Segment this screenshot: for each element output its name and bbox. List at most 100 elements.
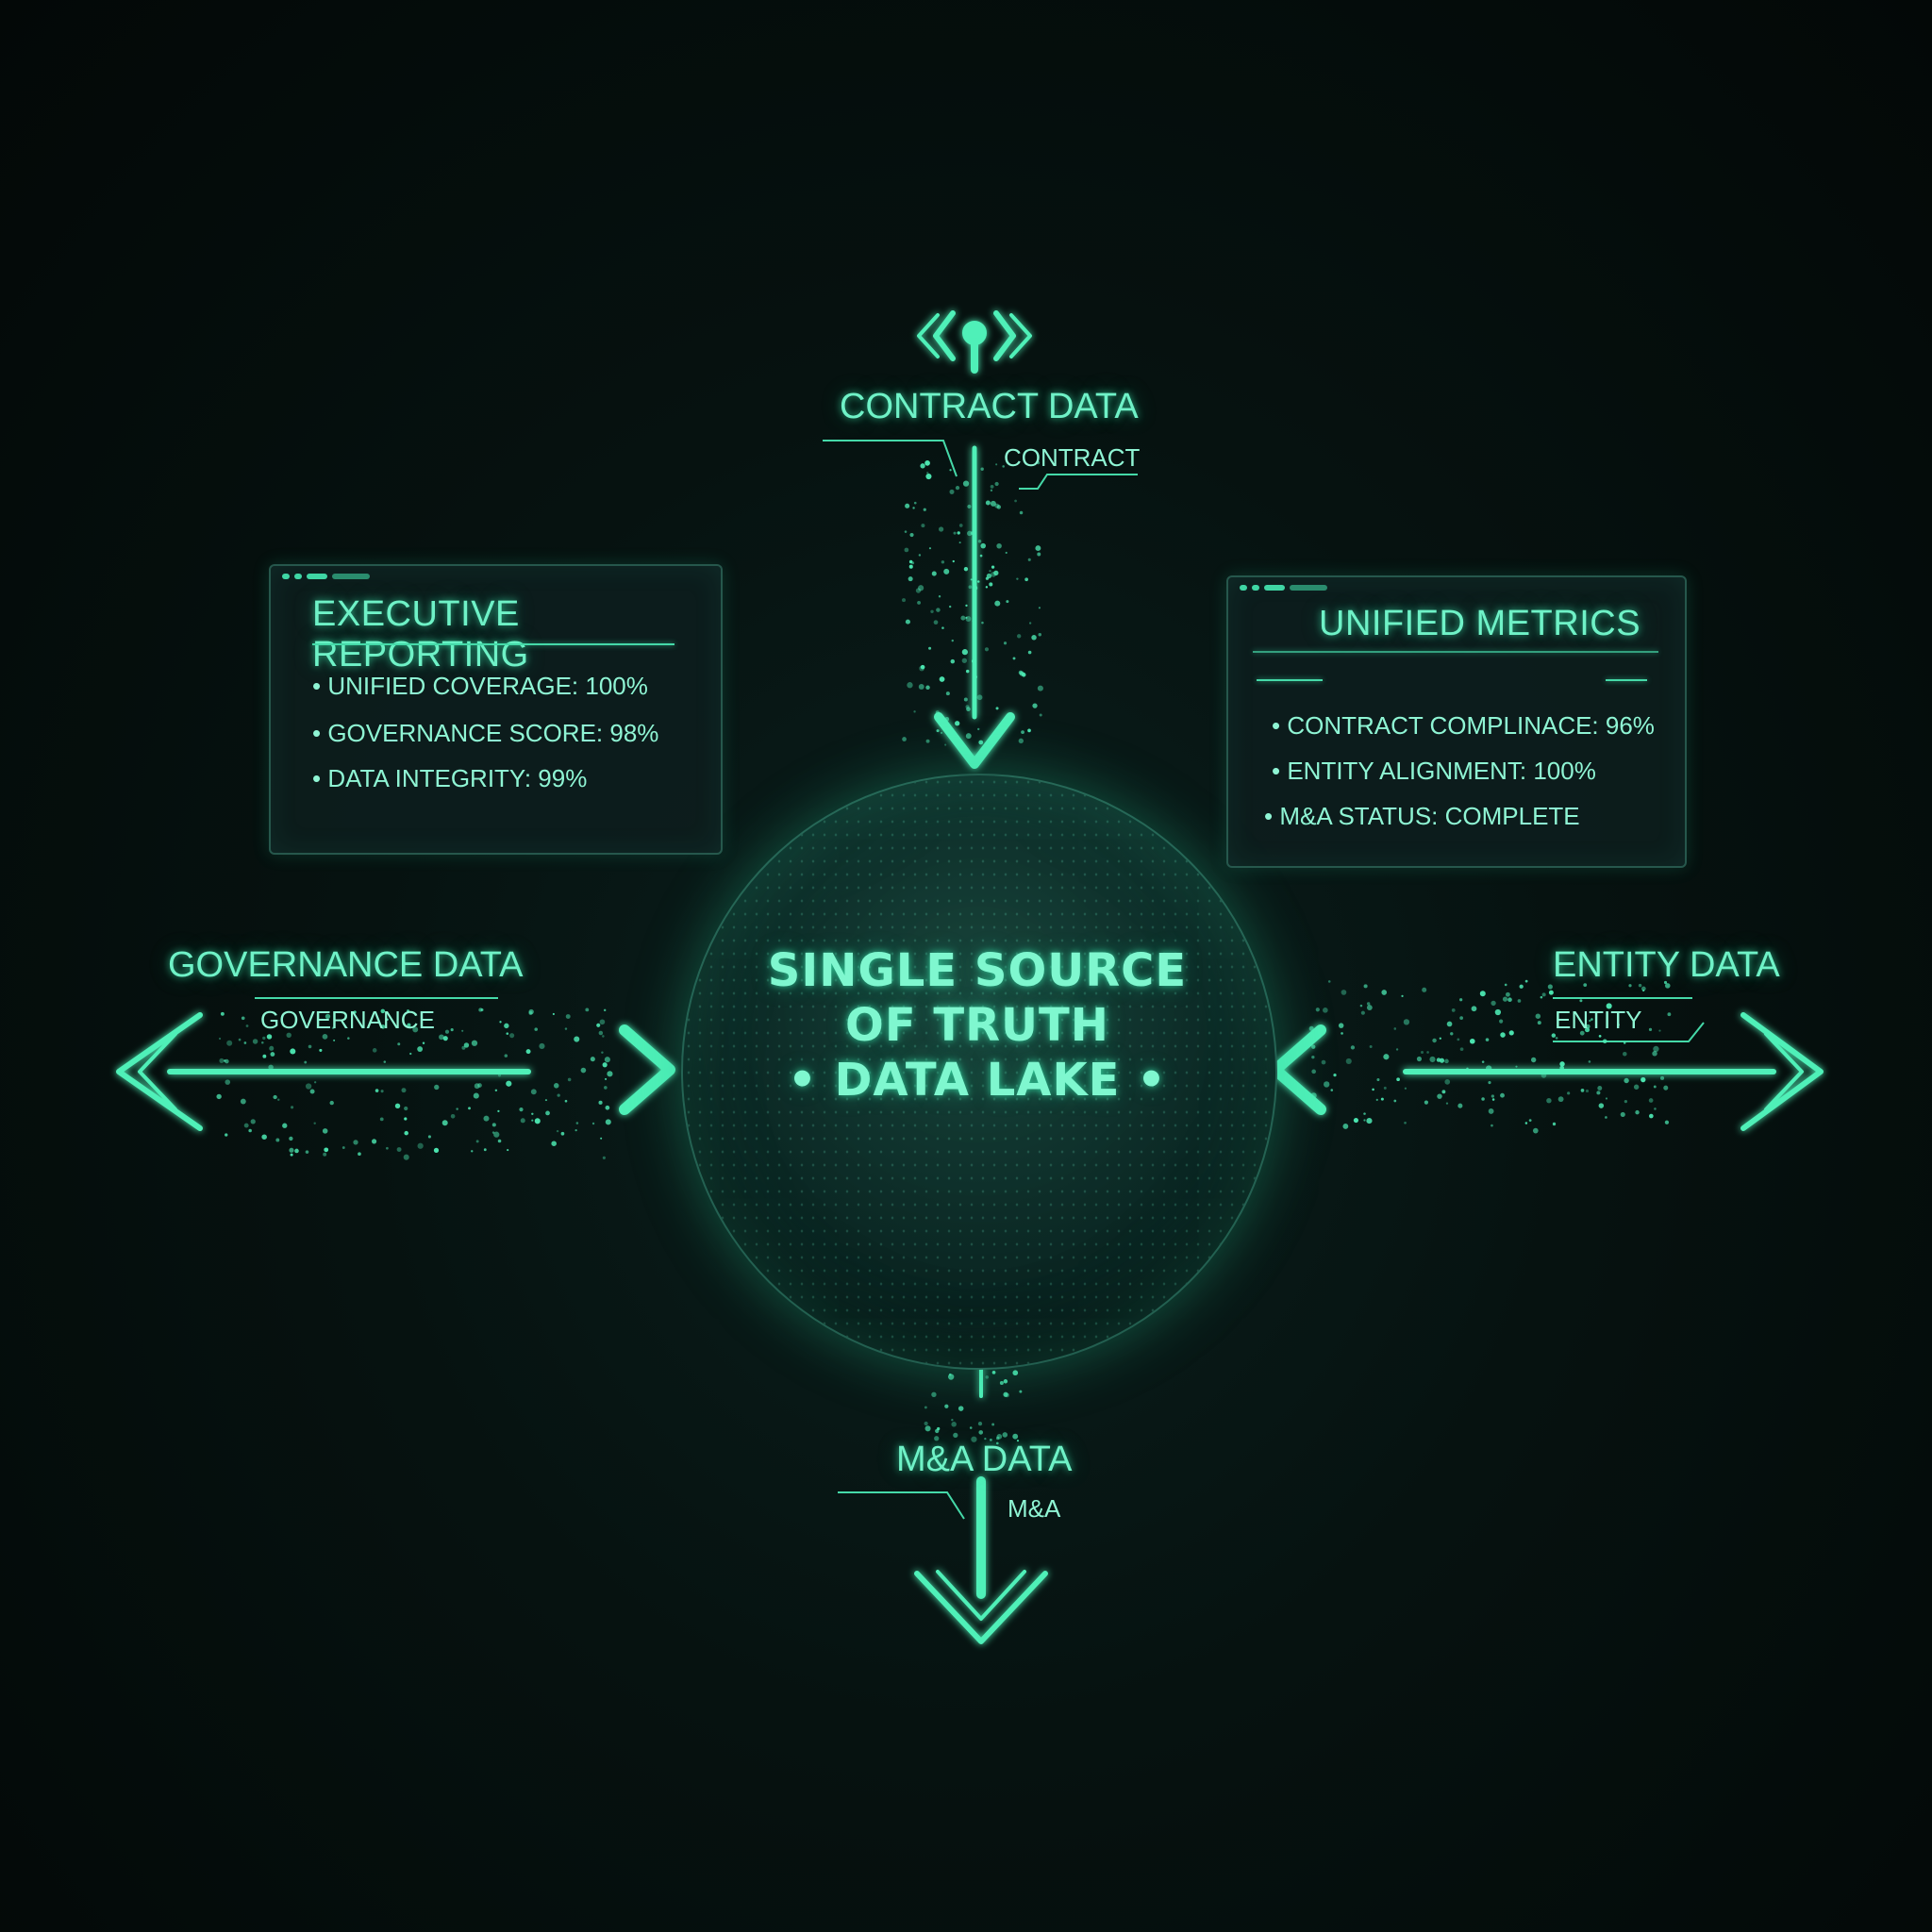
panel-header-dots xyxy=(1240,585,1327,592)
particle xyxy=(1623,1041,1626,1044)
particle xyxy=(1021,730,1024,735)
particle xyxy=(952,559,955,563)
particle xyxy=(552,1012,555,1016)
ma-data-label: M&A DATA xyxy=(896,1440,1073,1479)
particle xyxy=(995,707,999,710)
particle xyxy=(1597,1086,1603,1091)
particle xyxy=(220,1011,225,1016)
particle xyxy=(1610,1069,1615,1074)
particle xyxy=(491,1131,495,1134)
particle xyxy=(930,609,934,614)
particle xyxy=(504,1054,508,1058)
particle xyxy=(1037,685,1043,691)
particle xyxy=(1663,980,1668,985)
particle xyxy=(605,1119,611,1125)
particle xyxy=(977,727,980,731)
particle xyxy=(270,1052,275,1057)
particle xyxy=(243,1123,249,1128)
particle xyxy=(1422,987,1427,992)
particle xyxy=(1380,1097,1384,1101)
particle xyxy=(1580,1088,1585,1092)
particle xyxy=(1664,1120,1670,1124)
particle xyxy=(439,1034,444,1041)
particle xyxy=(938,526,944,532)
particle xyxy=(1027,650,1032,655)
particle xyxy=(984,647,990,652)
particle xyxy=(1502,996,1508,1002)
particle xyxy=(1459,1016,1464,1020)
particle xyxy=(1540,995,1543,999)
particle xyxy=(949,605,952,608)
particle xyxy=(216,1093,222,1100)
particle xyxy=(965,733,972,740)
particle xyxy=(544,1099,548,1102)
particle xyxy=(226,1040,233,1046)
particle xyxy=(963,697,968,702)
particle xyxy=(1652,1051,1657,1057)
particle xyxy=(289,1147,294,1153)
particle xyxy=(243,1041,247,1044)
particle xyxy=(1653,1045,1659,1053)
particle xyxy=(1444,1079,1451,1085)
particle xyxy=(981,621,984,625)
particle xyxy=(1016,634,1022,639)
ma-sublabel: M&A xyxy=(1008,1494,1061,1523)
particle xyxy=(604,1057,610,1063)
particle xyxy=(1327,980,1331,983)
particle xyxy=(313,1122,316,1124)
particle xyxy=(931,571,937,576)
particle xyxy=(1016,1440,1020,1442)
particle xyxy=(585,1008,590,1012)
particle xyxy=(290,1153,293,1157)
particle xyxy=(1016,577,1019,580)
executive-item-3: • DATA INTEGRITY: 99% xyxy=(312,764,588,792)
particle xyxy=(504,1023,509,1029)
particle xyxy=(1559,1061,1565,1067)
particle xyxy=(309,1089,315,1094)
particle xyxy=(412,1026,419,1033)
particle xyxy=(978,1430,984,1435)
metrics-item-3: • M&A STATUS: COMPLETE xyxy=(1264,802,1580,830)
particle xyxy=(471,1040,478,1046)
particle xyxy=(380,1008,386,1014)
particle xyxy=(397,1042,401,1046)
panel-bar-right xyxy=(1606,679,1647,681)
particle xyxy=(936,608,941,612)
particle xyxy=(556,1129,559,1133)
particle xyxy=(1491,1000,1496,1007)
particle xyxy=(530,1089,537,1095)
particle xyxy=(380,1090,384,1093)
particle xyxy=(1633,1084,1640,1090)
particle xyxy=(491,1123,496,1127)
particle xyxy=(1376,1077,1380,1082)
particle xyxy=(918,585,924,591)
particle xyxy=(1366,1118,1373,1124)
particle xyxy=(1372,1088,1374,1091)
particle xyxy=(401,1088,407,1093)
particle xyxy=(605,1077,608,1080)
particle xyxy=(933,620,939,625)
particle xyxy=(1019,671,1024,676)
particle xyxy=(506,1032,509,1035)
particle xyxy=(1341,1032,1343,1035)
particle xyxy=(600,1137,603,1140)
particle xyxy=(507,1148,509,1152)
particle xyxy=(468,1107,471,1110)
particle xyxy=(1515,1065,1518,1068)
particle xyxy=(305,1150,309,1154)
particle xyxy=(1481,1060,1485,1063)
particle xyxy=(1479,991,1486,997)
particle xyxy=(1359,1004,1363,1008)
particle xyxy=(972,619,974,623)
particle xyxy=(604,1086,608,1090)
particle xyxy=(1310,1092,1317,1099)
particle xyxy=(497,1139,502,1143)
particle xyxy=(1381,990,1388,995)
particle xyxy=(1591,1018,1593,1021)
particle xyxy=(928,547,932,550)
particle xyxy=(1519,984,1524,989)
particle xyxy=(994,600,1001,607)
particle xyxy=(506,1080,512,1087)
particle xyxy=(1393,1027,1397,1030)
particle xyxy=(979,554,983,558)
